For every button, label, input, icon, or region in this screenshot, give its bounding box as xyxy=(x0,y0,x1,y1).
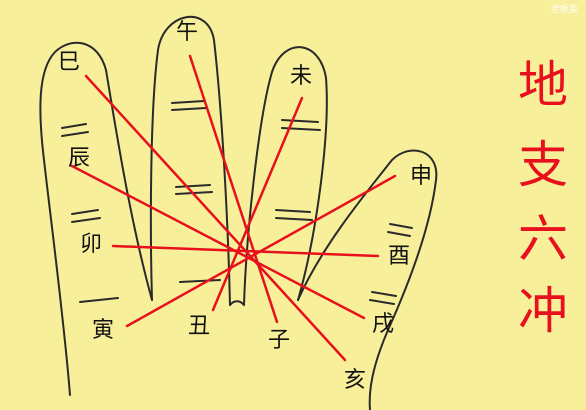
branch-hai: 亥 xyxy=(344,368,367,393)
hand-outline xyxy=(39,15,438,410)
crease xyxy=(71,209,99,215)
little-finger-outline xyxy=(39,41,153,396)
middle-finger-outline-2 xyxy=(243,46,328,306)
branch-wei: 未 xyxy=(290,64,313,89)
title-char-3: 六 xyxy=(518,210,568,268)
crease xyxy=(371,291,397,297)
crease xyxy=(369,299,395,305)
crease xyxy=(179,279,221,283)
index-finger-outline xyxy=(297,149,438,410)
crease xyxy=(61,123,87,129)
clash-line-wu-zi xyxy=(188,54,279,324)
crease xyxy=(61,131,89,137)
clash-line-chen-xu xyxy=(70,164,366,320)
branch-chen: 辰 xyxy=(68,146,91,171)
crease xyxy=(387,231,411,237)
branch-mao: 卯 xyxy=(80,232,103,257)
ring-finger-outline xyxy=(149,15,231,306)
crease xyxy=(71,217,101,223)
clash-lines xyxy=(70,54,397,362)
middle-finger-outline xyxy=(229,300,245,306)
crease xyxy=(175,184,211,188)
branch-yin: 寅 xyxy=(92,318,115,343)
branch-shen: 申 xyxy=(410,164,433,189)
title-char-4: 冲 xyxy=(518,282,568,340)
branch-wu: 午 xyxy=(176,20,199,45)
title-char-2: 支 xyxy=(518,136,568,194)
crease xyxy=(281,119,319,123)
clash-line-si-hai xyxy=(84,74,347,362)
clash-line-yin-shen xyxy=(125,174,397,328)
clash-line-wei-chou xyxy=(211,96,304,312)
branch-zi: 子 xyxy=(268,328,291,353)
crease xyxy=(171,100,205,104)
crease xyxy=(389,223,413,229)
branch-xu: 戌 xyxy=(372,312,395,337)
crease xyxy=(79,297,119,303)
crease xyxy=(275,217,313,221)
clash-line-mao-you xyxy=(111,244,380,258)
branch-you: 酉 xyxy=(388,244,411,269)
crease xyxy=(275,209,311,213)
watermark: 老板兔 xyxy=(550,5,578,15)
branch-si: 巳 xyxy=(58,50,81,75)
crease xyxy=(171,107,207,111)
branch-chou: 丑 xyxy=(188,314,211,339)
title-char-1: 地 xyxy=(518,56,568,114)
